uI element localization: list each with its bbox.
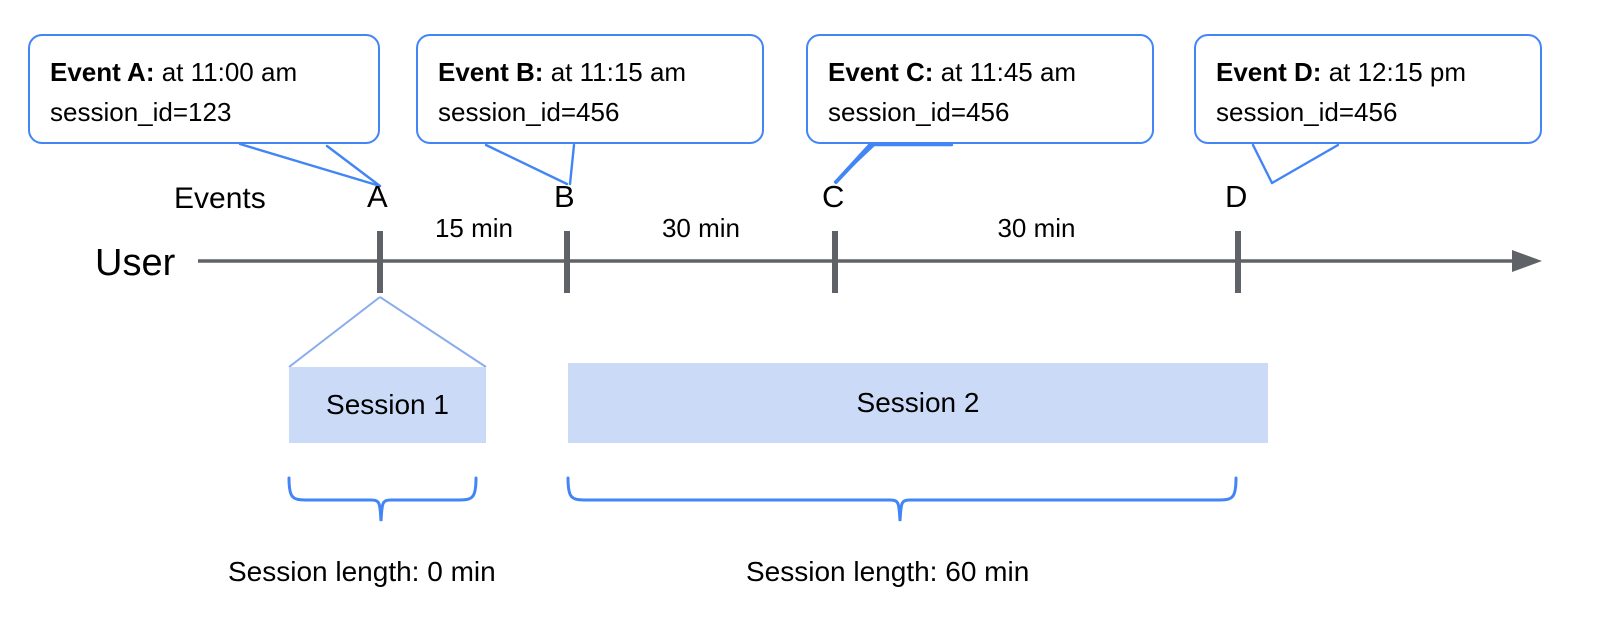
callout-d-time: at 12:15 pm <box>1321 57 1467 87</box>
callout-b-line1: Event B: at 11:15 am <box>438 52 744 92</box>
callout-b-line2: session_id=456 <box>438 97 620 127</box>
callout-c-line2: session_id=456 <box>828 97 1010 127</box>
callout-c-tail-fix <box>834 144 873 185</box>
events-row-label: Events <box>174 182 266 215</box>
session-2-label: Session 2 <box>856 387 980 418</box>
session-2-box: Session 2 <box>568 363 1268 443</box>
interval-label-c-d: 30 min <box>997 213 1076 243</box>
callout-a-line1: Event A: at 11:00 am <box>50 52 360 92</box>
callout-d-line2: session_id=456 <box>1216 97 1398 127</box>
callout-c-line1: Event C: at 11:45 am <box>828 52 1134 92</box>
session-2-length-label: Session length: 60 min <box>746 556 1030 587</box>
callout-b-tail <box>484 143 576 186</box>
timeline-axis <box>198 250 1542 272</box>
callout-c-time: at 11:45 am <box>933 57 1077 87</box>
callout-d-line1: Event D: at 12:15 pm <box>1216 52 1522 92</box>
callout-a-title: Event A: <box>50 57 155 87</box>
event-marker-label-a: A <box>367 179 388 214</box>
callout-event-d: Event D: at 12:15 pm session_id=456 <box>1194 34 1542 144</box>
session-1-length-label: Session length: 0 min <box>228 556 496 587</box>
session-1-brace <box>287 476 478 522</box>
callout-b-time: at 11:15 am <box>543 57 687 87</box>
axis-arrowhead <box>1512 250 1542 272</box>
callout-c-tail <box>833 143 954 184</box>
user-row-label: User <box>95 242 176 284</box>
callout-event-c: Event C: at 11:45 am session_id=456 <box>806 34 1154 144</box>
callout-d-title: Event D: <box>1216 57 1322 87</box>
interval-label-a-b: 15 min <box>434 213 514 243</box>
callout-a-line2: session_id=123 <box>50 97 232 127</box>
session-1-connector <box>288 296 487 368</box>
callout-event-a: Event A: at 11:00 am session_id=123 <box>28 34 380 144</box>
session-1-label: Session 1 <box>326 389 449 420</box>
event-marker-label-c: C <box>822 179 845 214</box>
event-marker-label-b: B <box>554 179 575 214</box>
callout-c-title: Event C: <box>828 57 934 87</box>
callout-b-title: Event B: <box>438 57 544 87</box>
session-1-box: Session 1 <box>289 367 486 443</box>
callout-a-time: at 11:00 am <box>154 57 298 87</box>
session-2-brace <box>566 476 1238 522</box>
callout-a-tail <box>238 142 382 188</box>
callout-d-tail <box>1251 143 1340 185</box>
callout-event-b: Event B: at 11:15 am session_id=456 <box>416 34 764 144</box>
interval-label-b-c: 30 min <box>661 213 741 243</box>
event-marker-label-d: D <box>1225 179 1248 214</box>
